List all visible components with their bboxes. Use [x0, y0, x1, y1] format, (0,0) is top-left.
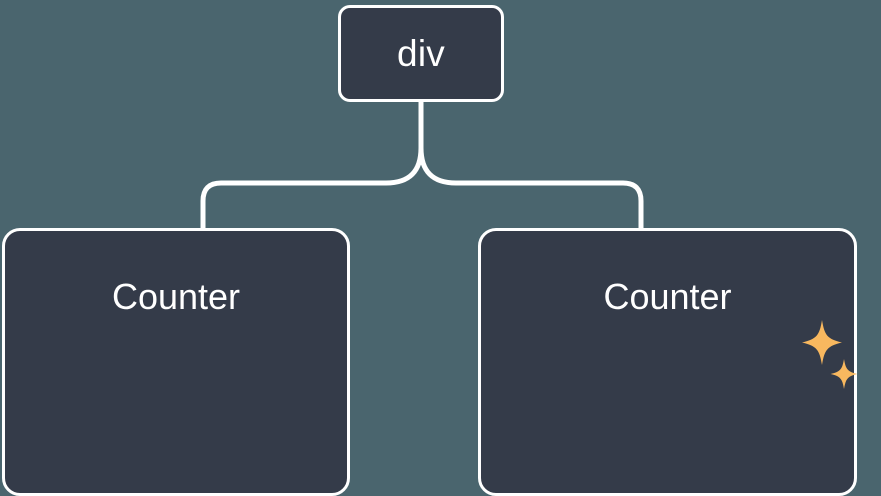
edge-to-left-child — [200, 145, 424, 231]
edge-to-right-child — [418, 145, 644, 231]
node-div[interactable]: div — [338, 5, 504, 102]
sparkles-icon — [802, 320, 858, 389]
node-counter-left-label: Counter — [111, 276, 241, 317]
node-counter-right[interactable]: Counter — [478, 228, 857, 496]
sparkle-large-icon — [802, 320, 842, 365]
node-counter-left[interactable]: Counter — [2, 228, 350, 496]
sparkle-small-icon — [830, 359, 858, 389]
node-div-label: div — [397, 33, 445, 74]
node-counter-right-label: Counter — [603, 276, 732, 317]
